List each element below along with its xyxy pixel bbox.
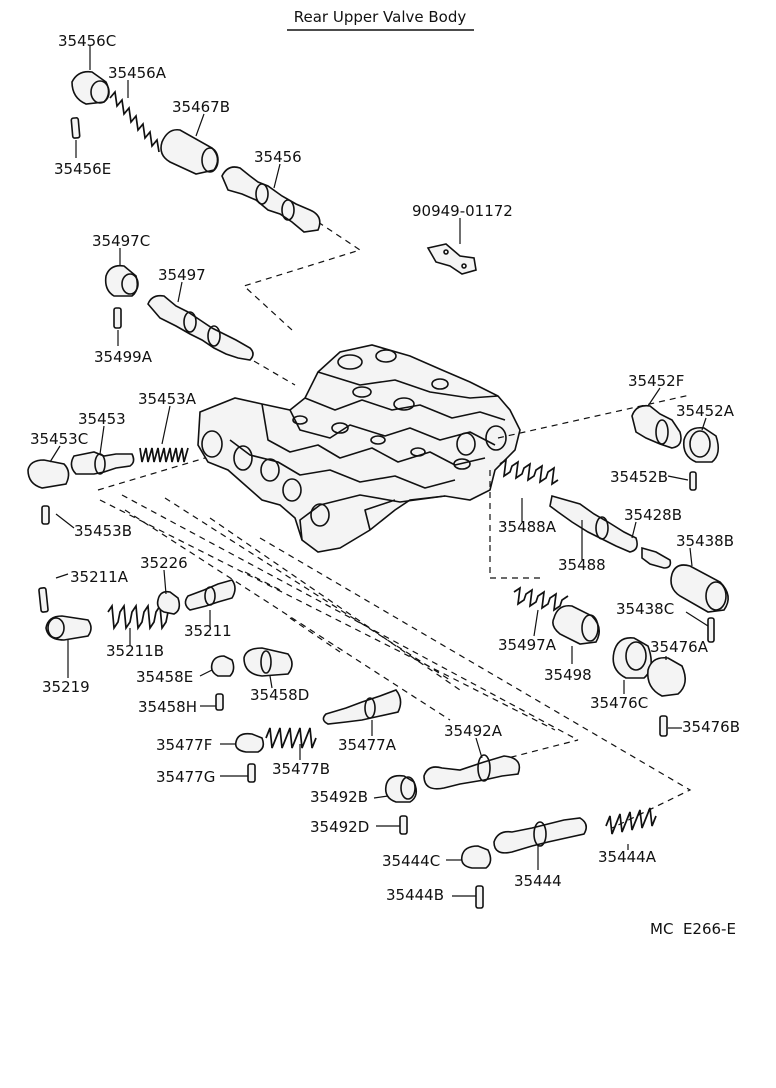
label-35211A: 35211A [70,568,129,586]
part-35453-valve [70,451,135,475]
label-35444C: 35444C [382,852,440,870]
label-35477F: 35477F [156,736,212,754]
label-35497: 35497 [158,266,206,284]
label-35488A: 35488A [498,518,557,536]
label-35492D: 35492D [310,818,369,836]
label-35458D: 35458D [250,686,309,704]
part-35444-valve [493,817,588,854]
part-35456E-pin [70,117,81,139]
label-35477A: 35477A [338,736,397,754]
label-35492B: 35492B [310,788,368,806]
part-35477A-valve [322,689,402,725]
part-35444C [460,845,492,869]
label-35452B: 35452B [610,468,668,486]
label-35456C: 35456C [58,32,116,50]
part-35458H-pin [215,693,224,711]
part-35453C [27,459,70,489]
part-35499A-pin [113,307,122,329]
part-35438B-plug [670,564,729,613]
part-35438C-pin [707,617,715,643]
part-labels: 35456C 35456A 35456E 35467B 35456 90949-… [30,32,740,904]
part-35488A-spring [499,458,559,486]
label-35492A: 35492A [444,722,503,740]
label-35444B: 35444B [386,886,444,904]
label-35476B: 35476B [682,718,740,736]
label-35226: 35226 [140,554,188,572]
part-35211-valve [184,579,236,611]
part-35453B-pin [41,505,50,525]
label-35498: 35498 [544,666,592,684]
part-90949-01172-bracket [426,243,477,275]
label-35456A: 35456A [108,64,167,82]
part-35226-collar [156,590,181,615]
label-35456: 35456 [254,148,302,166]
label-35458H: 35458H [138,698,197,716]
label-35453B: 35453B [74,522,132,540]
label-35488: 35488 [558,556,606,574]
part-35477G-pin [247,763,256,783]
part-35452F-valve [631,404,682,449]
label-35497C: 35497C [92,232,150,250]
label-35453: 35453 [78,410,126,428]
label-35211B: 35211B [106,642,164,660]
part-35492D-pin [399,815,408,835]
part-35428B-collar [641,546,672,569]
part-35456-valve [221,166,321,233]
part-35492A-valve [423,754,521,790]
leader-lines [49,46,709,897]
diagram-title: Rear Upper Valve Body [294,8,467,26]
part-35498-sleeve [552,604,600,645]
part-35497C [104,264,139,297]
part-35458D [243,647,293,677]
footer-code: MC E266-E [650,920,736,938]
label-35452A: 35452A [676,402,735,420]
part-35476C-plug [612,636,652,679]
label-35477B: 35477B [272,760,330,778]
part-35488-valve [549,494,638,553]
label-35453C: 35453C [30,430,88,448]
part-35497-valve [147,294,254,361]
label-35452F: 35452F [628,372,684,390]
part-35444B-pin [475,885,484,909]
label-90949-01172: 90949-01172 [412,202,513,220]
part-35458E [210,655,235,677]
label-35456E: 35456E [54,160,111,178]
label-35476A: 35476A [650,638,709,656]
label-35438C: 35438C [616,600,674,618]
label-35211: 35211 [184,622,232,640]
part-35476B-pin [659,715,668,737]
label-35458E: 35458E [136,668,193,686]
label-35453A: 35453A [138,390,197,408]
label-35444A: 35444A [598,848,657,866]
part-35456A-spring [109,89,160,153]
part-35452A-plug [682,426,720,463]
part-35211B-spring [107,603,173,631]
label-35499A: 35499A [94,348,153,366]
label-35219: 35219 [42,678,90,696]
part-35211A-pin [38,587,49,613]
part-35477B-spring [265,727,317,749]
valve-body [197,344,521,553]
part-35219-plug [45,615,92,641]
label-35444: 35444 [514,872,562,890]
part-35452B-pin [689,471,697,491]
part-35467B-sleeve [160,128,219,175]
part-35456C [71,70,110,105]
label-35476C: 35476C [590,694,648,712]
part-35497A-spring [513,586,569,612]
part-35492B [384,774,418,803]
part-35476A-plug [646,656,686,697]
label-35428B: 35428B [624,506,682,524]
label-35467B: 35467B [172,98,230,116]
label-35438B: 35438B [676,532,734,550]
label-35477G: 35477G [156,768,215,786]
part-35444A-spring [605,807,657,835]
part-35477F [234,732,265,753]
part-35453A-spring [139,447,189,463]
label-35497A: 35497A [498,636,557,654]
